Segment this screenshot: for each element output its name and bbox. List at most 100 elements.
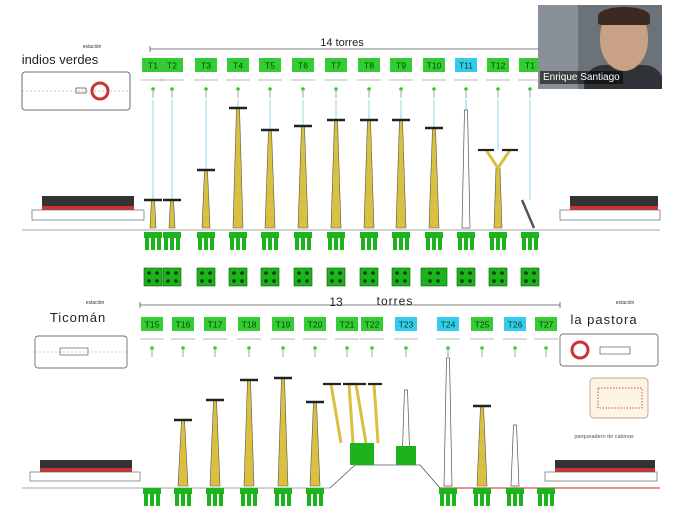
footing-cap (294, 232, 312, 238)
footing-pile (170, 238, 174, 250)
tower-tag-t6 (292, 58, 314, 72)
footing-pile (241, 494, 245, 506)
top-towers (144, 100, 536, 229)
tower-tag-t21 (336, 317, 358, 331)
tower-tag-t26 (504, 317, 526, 331)
pile-dot (147, 279, 151, 283)
pile-dot (395, 271, 399, 275)
tower-tag-t2 (161, 58, 183, 72)
footing-pile (295, 238, 299, 250)
pile-dot (147, 271, 151, 275)
footing-pile (432, 238, 436, 250)
footing-pile (198, 238, 202, 250)
footing-pile (207, 494, 211, 506)
footing-pile (446, 494, 450, 506)
tower-tag-t15 (141, 317, 163, 331)
pile-dot (468, 279, 472, 283)
tower-structure (149, 199, 157, 229)
foundation-plan (359, 267, 379, 287)
tower-structure (232, 107, 244, 229)
tower-structure (277, 377, 289, 487)
station-name-br: la pastora (570, 312, 637, 327)
footing-pile (486, 494, 490, 506)
tower-tag-t19 (272, 317, 294, 331)
foundation-plan (228, 267, 248, 287)
footing-cap (360, 232, 378, 238)
platform-footing (396, 446, 416, 465)
tower-tag-t20 (304, 317, 326, 331)
footing-pile (502, 238, 506, 250)
tower-tag-label: T4 (233, 61, 243, 71)
tower-tag-t22 (361, 317, 383, 331)
pile-dot (232, 271, 236, 275)
pile-dot (532, 271, 536, 275)
tower-tag-t18 (238, 317, 260, 331)
footing-pile (528, 238, 532, 250)
tower-tag-t1 (142, 58, 164, 72)
tower-node-dot (464, 87, 468, 91)
pile-dot (363, 279, 367, 283)
footing-pile (157, 238, 161, 250)
footing-pile (151, 238, 155, 250)
foundation-plan (520, 267, 540, 287)
tower-node-dot (345, 346, 349, 350)
pile-dot (166, 271, 170, 275)
station-name-bl: Ticomán (50, 310, 106, 325)
pile-dot (208, 279, 212, 283)
footing-pile (405, 238, 409, 250)
pile-dot (363, 271, 367, 275)
foundation-plan (293, 267, 313, 287)
pile-dot (428, 279, 432, 283)
footing-pile (373, 238, 377, 250)
pile-dot (436, 279, 440, 283)
tower-tag-label: T26 (508, 320, 523, 330)
tower-tag-t7 (325, 58, 347, 72)
footing-pile (522, 238, 526, 250)
bottom-dimension-bracket (139, 302, 561, 308)
pile-dot (371, 271, 375, 275)
tower-structure (520, 199, 536, 229)
tower-node-dot (281, 346, 285, 350)
footing-pile (544, 494, 548, 506)
tower-node-dot (151, 87, 155, 91)
footing-pile (262, 238, 266, 250)
footing-cap (240, 488, 258, 494)
pile-dot (166, 279, 170, 283)
tower-structure (510, 424, 520, 487)
pile-dot (492, 279, 496, 283)
tower-tag-label: T24 (441, 320, 456, 330)
footing-pile (230, 238, 234, 250)
footing-pile (470, 238, 474, 250)
pile-dot (330, 279, 334, 283)
tower-node-dot (170, 87, 174, 91)
pile-dot (305, 279, 309, 283)
footing-pile (452, 494, 456, 506)
footing-pile (313, 494, 317, 506)
footing-pile (340, 238, 344, 250)
footing-pile (145, 238, 149, 250)
footing-pile (490, 238, 494, 250)
tower-tag-t23 (395, 317, 417, 331)
footing-pile (307, 238, 311, 250)
video-thumbnail[interactable]: Enrique Santiago (538, 5, 662, 89)
tower-tag-label: T12 (491, 61, 506, 71)
tower-tag-label: T23 (399, 320, 414, 330)
footing-cap (206, 488, 224, 494)
bottom-towers-count: 13 (329, 295, 343, 309)
pile-dot (240, 279, 244, 283)
footing-pile (164, 238, 168, 250)
footing-cap (143, 488, 161, 494)
tower-structure (168, 199, 176, 229)
top-towers-count: 14 torres (320, 37, 364, 49)
footing-pile (156, 494, 160, 506)
tower-structure (443, 357, 453, 487)
footing-pile (496, 238, 500, 250)
footing-pile (204, 238, 208, 250)
tower-node-dot (399, 87, 403, 91)
tower-tag-label: T7 (331, 61, 341, 71)
participant-name-label: Enrique Santiago (540, 71, 623, 84)
pile-dot (297, 279, 301, 283)
